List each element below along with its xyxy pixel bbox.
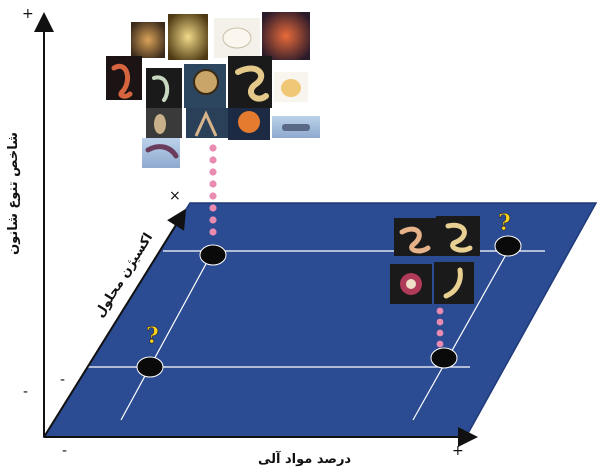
question-mark-bottom-left: ? — [146, 323, 159, 349]
organism-photo — [223, 28, 251, 48]
organism-photo — [282, 124, 310, 131]
y-axis-plus: + — [22, 6, 34, 22]
question-mark-top-right: ? — [498, 210, 511, 236]
organism-photo — [154, 114, 166, 134]
y-axis-label: شاخص تنوع شانون — [6, 132, 21, 255]
organism-photo — [281, 79, 301, 97]
organism-photo — [434, 262, 474, 304]
organism-photo — [168, 14, 208, 60]
node-high-oxygen-high-organic — [495, 236, 521, 256]
organism-photo — [186, 108, 228, 138]
x-axis-minus: - — [62, 443, 67, 459]
x-axis-plus: + — [452, 443, 464, 459]
organism-photo — [131, 22, 165, 58]
z-axis-plus: × — [169, 188, 181, 204]
organism-photo — [228, 56, 272, 108]
organism-photo — [146, 68, 182, 108]
node-high-oxygen-low-organic — [200, 245, 226, 265]
node-low-oxygen-low-organic — [137, 357, 163, 377]
y-axis-minus: - — [23, 384, 28, 400]
x-axis-label: درصد مواد آلی — [258, 452, 351, 467]
organism-photo — [238, 111, 260, 133]
organism-photo — [194, 70, 218, 94]
dotted-connector-high — [209, 144, 216, 235]
node-low-oxygen-high-organic — [431, 348, 457, 368]
organism-photo — [262, 12, 310, 60]
z-axis-minus: - — [60, 372, 65, 388]
organism-photo — [406, 279, 416, 289]
